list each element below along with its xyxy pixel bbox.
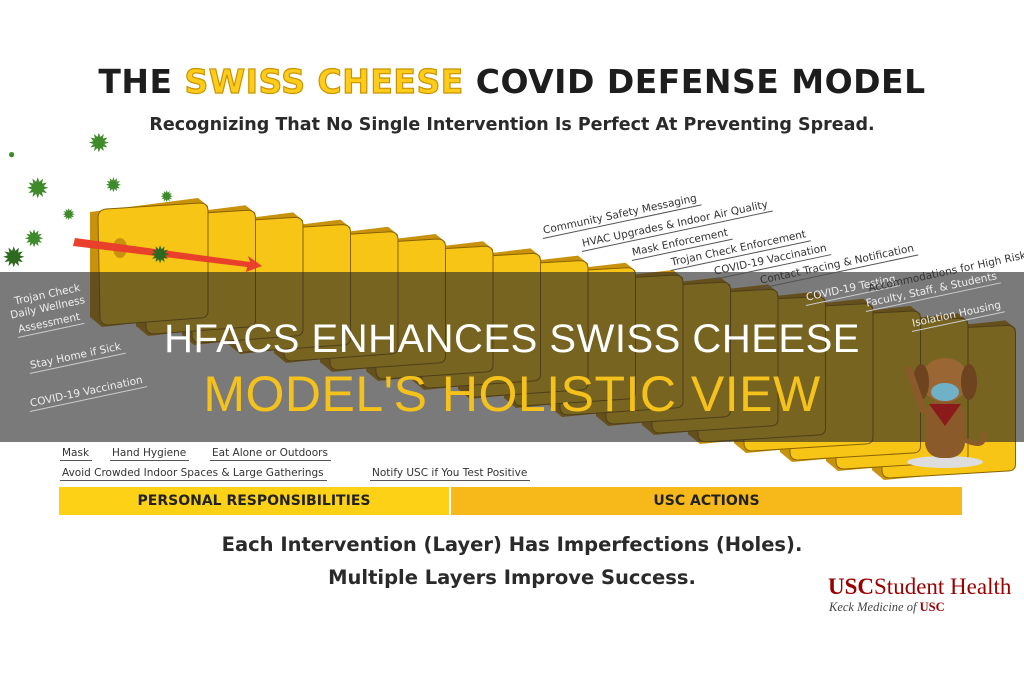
mascot-dog-illustration (905, 358, 987, 468)
infographic-title: THE SWISS CHEESE COVID DEFENSE MODEL (0, 61, 1024, 101)
logo-usc: USC (828, 574, 875, 599)
footer-line1: Each Intervention (Layer) Has Imperfecti… (221, 533, 803, 556)
overlay-title-line2: MODEL'S HOLISTIC VIEW (203, 366, 821, 422)
keck-medicine-logo: Keck Medicine of USC (829, 600, 945, 615)
virus-icon: ✹ (150, 242, 171, 269)
virus-path-arrow (73, 238, 262, 272)
title-highlight: SWISS CHEESE (184, 61, 464, 101)
title-overlay-band (0, 272, 1024, 442)
virus-icon: ✹ (105, 175, 122, 197)
usc-actions-bar: USC ACTIONS (451, 487, 962, 515)
usc-student-health-logo: USCStudent Health (828, 574, 1011, 600)
infographic-subtitle: Recognizing That No Single Intervention … (149, 115, 875, 135)
personal-label: Avoid Crowded Indoor Spaces & Large Gath… (60, 467, 327, 481)
title-suffix: COVID DEFENSE MODEL (463, 62, 926, 101)
overlay-title-line1: HFACS ENHANCES SWISS CHEESE (164, 317, 860, 361)
virus-icon: ✹ (26, 173, 50, 204)
virus-icon: ✹ (62, 207, 76, 224)
personal-responsibilities-bar: PERSONAL RESPONSIBILITIES (59, 487, 449, 515)
virus-icon: ● (8, 147, 16, 161)
virus-icon: ✹ (24, 226, 45, 253)
logo-name: Student Health (874, 574, 1012, 599)
personal-label: Hand Hygiene (110, 447, 190, 461)
virus-icon: ✹ (160, 189, 174, 206)
personal-label: Mask (60, 447, 93, 461)
virus-icon: ✹ (88, 128, 110, 158)
logo-sub-prefix: Keck Medicine of (829, 600, 920, 614)
title-prefix: THE (98, 62, 185, 101)
personal-label: Notify USC if You Test Positive (370, 467, 531, 481)
virus-icon: ✹ (2, 242, 26, 273)
footer-line2: Multiple Layers Improve Success. (328, 566, 696, 589)
logo-sub-usc: USC (919, 600, 945, 614)
personal-label: Eat Alone or Outdoors (210, 447, 331, 461)
